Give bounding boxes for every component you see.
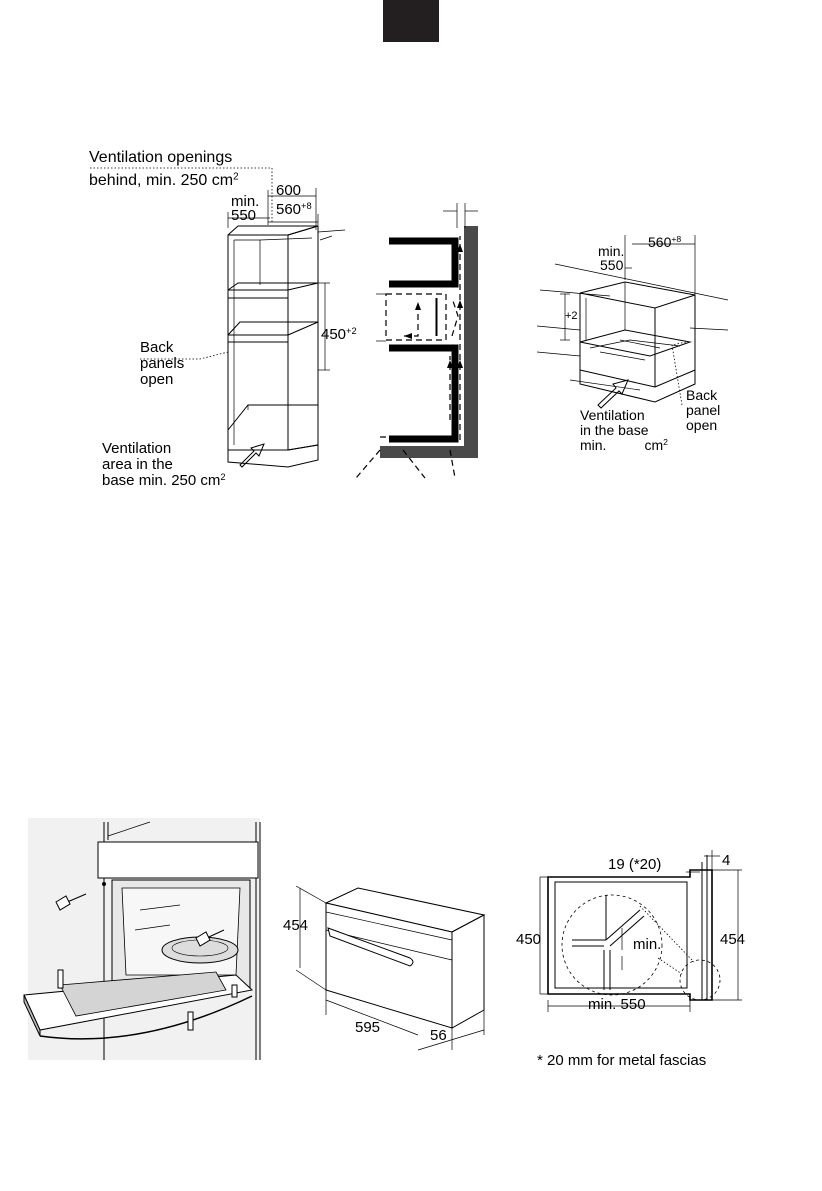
dim-450-right: 450 — [516, 932, 541, 948]
dim-min550: min. 550 — [588, 997, 646, 1013]
footnote: * 20 mm for metal fascias — [537, 1053, 706, 1069]
dim-min-detail: min. — [633, 937, 661, 953]
dim-19: 19 (*20) — [608, 857, 661, 873]
dim-454-right: 454 — [720, 932, 745, 948]
dim-4: 4 — [722, 853, 730, 869]
